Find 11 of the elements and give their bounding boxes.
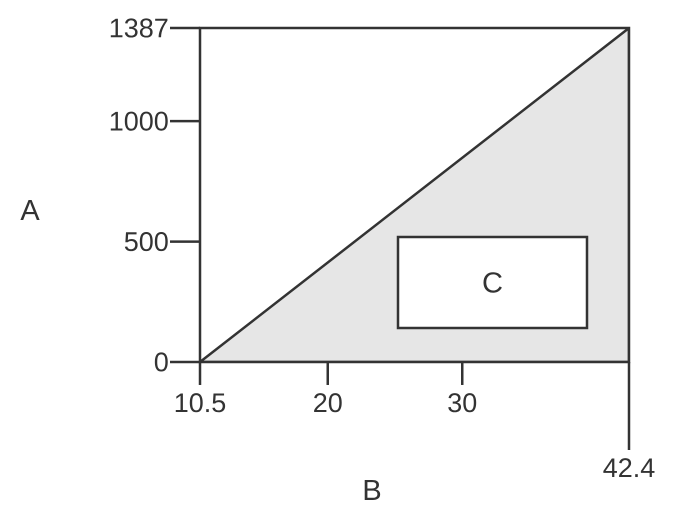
tick-label: 20	[314, 393, 342, 412]
tick-label: 1387	[110, 18, 168, 38]
tick-label: 30	[448, 393, 476, 412]
tick-label: 10.5	[176, 393, 226, 412]
axis-title: A	[20, 200, 40, 220]
tick-label: 500	[124, 232, 168, 252]
axis-title: B	[364, 480, 380, 500]
value-label: 42.4	[603, 458, 654, 478]
label-box: C	[396, 236, 588, 330]
tick-label: 1000	[110, 112, 168, 131]
tick-label: 0	[154, 352, 168, 372]
